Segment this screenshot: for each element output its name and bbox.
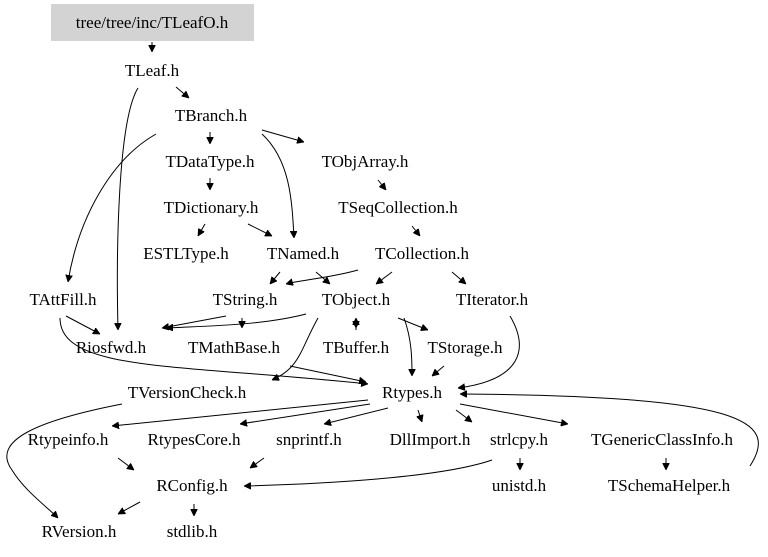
- edge-tschemahelper-rtypes: [460, 394, 759, 467]
- edge-tdictionary-estltype: [197, 223, 206, 236]
- node-titerator: TIterator.h: [456, 290, 529, 309]
- node-tschemahelper: TSchemaHelper.h: [608, 476, 731, 495]
- edge-tobject-rtypes: [403, 317, 412, 376]
- edge-rtypes-dllimport: [418, 409, 422, 422]
- edge-rtypeinfo-rconfig: [117, 457, 134, 470]
- node-tmathbase: TMathBase.h: [188, 338, 281, 357]
- node-tnamed: TNamed.h: [267, 244, 340, 263]
- edge-tcollection-tstring: [286, 269, 359, 284]
- node-tbuffer: TBuffer.h: [323, 338, 390, 357]
- node-tbranch: TBranch.h: [175, 106, 248, 125]
- node-tgenericclassinfo: TGenericClassInfo.h: [591, 430, 734, 449]
- edge-tstorage-rtypes: [432, 365, 445, 376]
- node-tversioncheck: TVersionCheck.h: [128, 383, 247, 402]
- node-tleaf: TLeaf.h: [125, 61, 180, 80]
- node-root: tree/tree/inc/TLeafO.h: [76, 13, 229, 32]
- edge-tobjarray-tseqcollection: [377, 179, 386, 190]
- node-rtypescore: RtypesCore.h: [147, 430, 241, 449]
- nodes: tree/tree/inc/TLeafO.h TLeaf.h TBranch.h…: [28, 4, 734, 541]
- node-rtypeinfo: Rtypeinfo.h: [28, 430, 109, 449]
- edge-tbranch-tobjarray: [261, 129, 304, 142]
- edge-tnamed-tobject: [315, 271, 330, 284]
- edge-tseqcollection-tcollection: [411, 225, 420, 236]
- root-node-box: [51, 4, 254, 41]
- edge-tcollection-titerator: [451, 271, 466, 284]
- node-rtypes: Rtypes.h: [382, 383, 442, 402]
- node-tobject: TObject.h: [322, 290, 391, 309]
- edge-rtypes-strlcpy: [455, 409, 472, 422]
- edges: [6, 42, 759, 518]
- node-rconfig: RConfig.h: [156, 476, 228, 495]
- edge-rtypescore-rconfig: [250, 457, 265, 468]
- edge-rtypes-rtypeinfo: [112, 399, 369, 426]
- node-strlcpy: strlcpy.h: [490, 430, 548, 449]
- node-tstorage: TStorage.h: [427, 338, 503, 357]
- edge-titerator-rtypes: [458, 315, 520, 388]
- node-riosfwd: Riosfwd.h: [76, 338, 147, 357]
- edge-tbranch-tattfill: [68, 133, 157, 282]
- edge-tmathbase-rtypes: [289, 365, 366, 382]
- node-tdictionary: TDictionary.h: [164, 198, 259, 217]
- edge-tdictionary-tnamed: [247, 223, 272, 237]
- edge-rtypes-snprintf: [324, 407, 389, 424]
- edge-tstring-riosfwd: [162, 315, 227, 328]
- node-tobjarray: TObjArray.h: [322, 152, 409, 171]
- node-estltype: ESTLType.h: [143, 244, 229, 263]
- edge-tversioncheck-rversion: [6, 403, 123, 518]
- node-tstring: TString.h: [213, 290, 278, 309]
- edge-rtypes-tgenericclassinfo: [459, 403, 568, 424]
- node-rversion: RVersion.h: [42, 522, 117, 541]
- edge-tbranch-tnamed: [261, 133, 294, 238]
- edge-rtypes-rtypescore: [240, 403, 371, 424]
- node-tseqcollection: TSeqCollection.h: [338, 198, 458, 217]
- edge-tobject-riosfwd: [166, 313, 307, 328]
- edge-strlcpy-rconfig: [244, 459, 493, 486]
- node-snprintf: snprintf.h: [276, 430, 342, 449]
- node-unistd: unistd.h: [492, 476, 547, 495]
- edge-tleaf-tbranch: [175, 86, 189, 98]
- node-stdlib: stdlib.h: [167, 522, 218, 541]
- node-tattfill: TAttFill.h: [29, 290, 97, 309]
- node-dllimport: DllImport.h: [390, 430, 471, 449]
- edge-tattfill-riosfwd: [65, 315, 100, 335]
- node-tcollection: TCollection.h: [375, 244, 469, 263]
- node-tdatatype: TDataType.h: [166, 152, 255, 171]
- edge-tleaf-riosfwd: [117, 87, 139, 330]
- edge-tnamed-tstring: [270, 271, 281, 284]
- edge-tobject-tversioncheck: [272, 317, 319, 380]
- edge-tobject-tstorage: [397, 317, 428, 330]
- edge-rconfig-rversion: [118, 501, 141, 515]
- edge-tcollection-tobject: [376, 271, 393, 284]
- edge-tattfill-rtypes: [59, 317, 368, 384]
